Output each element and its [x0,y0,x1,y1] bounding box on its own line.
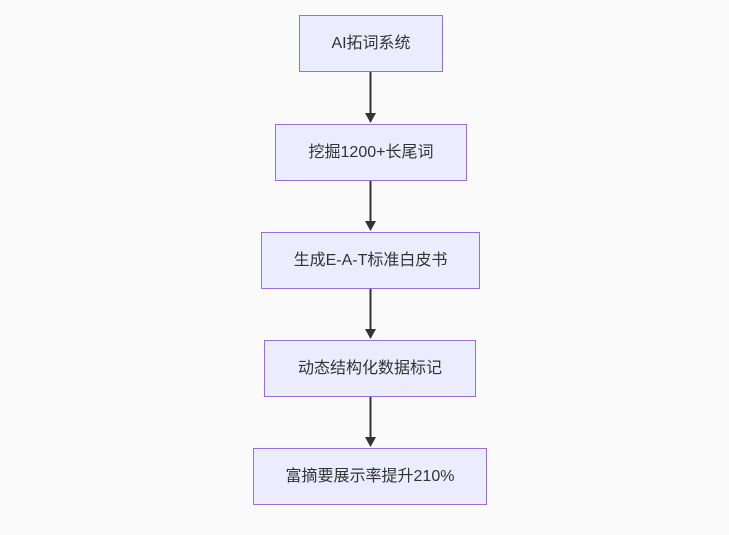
flow-node-rich-snippet-rate-increase: 富摘要展示率提升210% [253,448,487,505]
edge-3-arrowhead [365,329,376,339]
edge-1-arrowhead [365,113,376,123]
edge-3 [365,289,376,339]
flow-node-label: 动态结构化数据标记 [297,359,442,377]
flow-node-dynamic-structured-data-markup: 动态结构化数据标记 [264,340,476,397]
flow-node-label: 生成E-A-T标准白皮书 [293,251,448,269]
flow-node-mine-longtail-keywords: 挖掘1200+长尾词 [275,124,467,181]
edge-2-arrowhead [365,221,376,231]
flow-node-ai-word-expansion-system: AI拓词系统 [299,15,443,72]
flow-node-label: 挖掘1200+长尾词 [308,143,434,161]
flow-node-label: AI拓词系统 [331,34,411,52]
edge-2 [365,181,376,231]
flow-node-generate-eat-whitepaper: 生成E-A-T标准白皮书 [261,232,480,289]
edge-1 [365,72,376,123]
edge-4-arrowhead [365,437,376,447]
edge-4 [365,397,376,447]
flow-node-label: 富摘要展示率提升210% [285,467,455,485]
